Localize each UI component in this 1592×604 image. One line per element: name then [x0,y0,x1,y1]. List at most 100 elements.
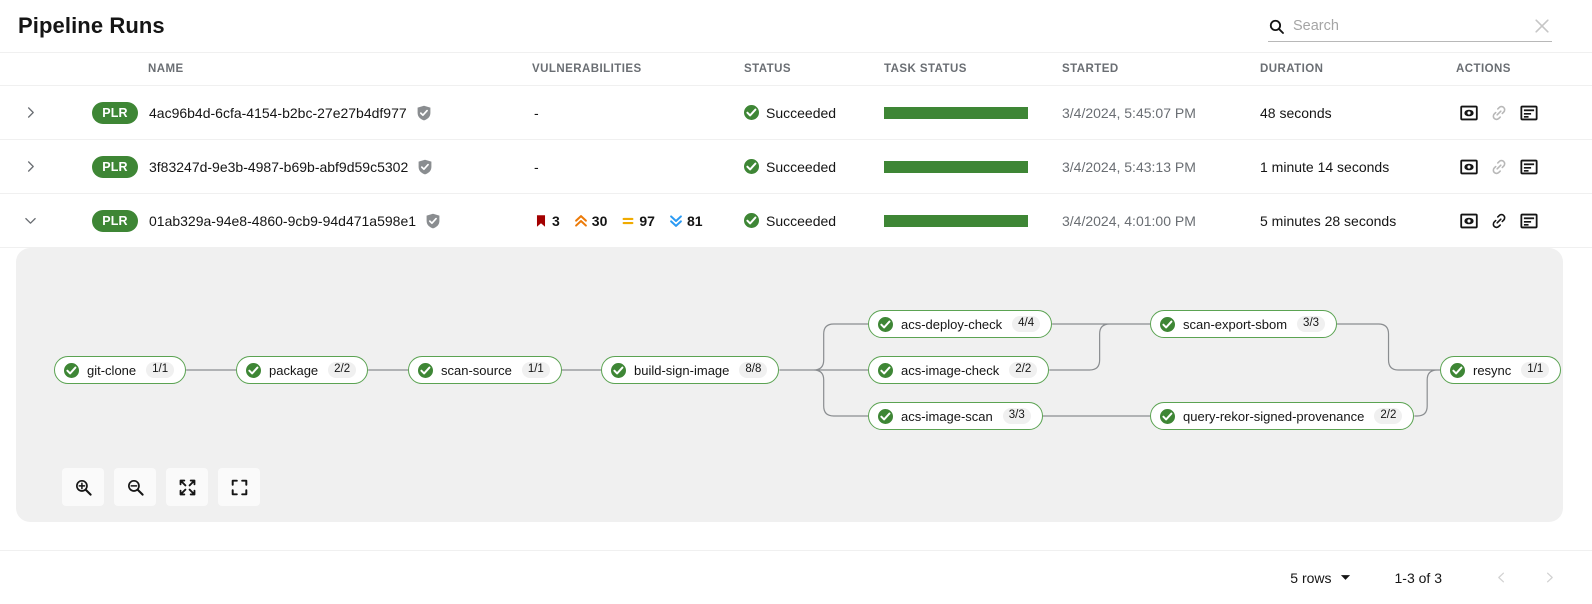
column-header-status: STATUS [744,52,884,86]
actions-cell [1456,139,1592,194]
vulnerabilities-cell: 3 30 97 81 [532,193,744,248]
task-status-bar[interactable] [884,106,1028,119]
task-status-cell [884,85,1062,140]
view-output-action-button[interactable] [1460,212,1478,230]
pipeline-graph-edges [186,323,1440,417]
actions-wrapper [1456,104,1592,122]
check-circle-icon [611,362,626,378]
chevron-right-icon [1546,572,1553,583]
link-icon [1492,105,1506,120]
logs-action-button[interactable] [1520,104,1538,122]
pipeline-node-count: 1/1 [521,362,550,378]
row-expand-button[interactable] [12,95,48,131]
view-output-icon [1460,159,1478,174]
status-label: Succeeded [766,212,837,229]
task-status-cell [884,139,1062,194]
zoom-out-button[interactable] [114,468,156,506]
pipeline-node-label: build-sign-image [634,362,730,378]
severity-moderate-icon [622,217,634,224]
vulnerability-low: 81 [669,213,703,229]
status-label: Succeeded [766,158,837,175]
duration-cell: 1 minute 14 seconds [1260,139,1456,194]
run-name-link[interactable]: 3f83247d-9e3b-4987-b69b-abf9d59c5302 [149,158,409,175]
task-status-bar[interactable] [884,214,1028,227]
plr-badge: PLR [92,209,138,232]
zoom-in-button[interactable] [62,468,104,506]
search-input[interactable] [1293,15,1524,37]
pipeline-node-scan-source[interactable]: scan-source 1/1 [408,356,562,384]
view-output-action-button[interactable] [1460,104,1478,122]
row-expand-button[interactable] [12,149,48,185]
link-action-button[interactable] [1490,212,1508,230]
link-icon [1492,213,1506,228]
vulnerability-count: 97 [639,212,655,229]
task-status-bar[interactable] [884,160,1028,173]
run-name-link[interactable]: 01ab329a-94e8-4860-9cb9-94d471a598e1 [149,212,417,229]
next-page-button[interactable] [1536,565,1562,591]
table-row[interactable]: PLR 01ab329a-94e8-4860-9cb9-94d471a598e1 3… [0,193,1592,248]
vulnerabilities-wrapper: - [532,159,744,175]
severity-critical-icon [536,214,546,227]
status-cell: Succeeded [744,85,884,140]
fullscreen-icon [231,479,247,495]
view-output-icon [1460,105,1478,120]
logs-action-button[interactable] [1520,212,1538,230]
link-icon [1492,159,1506,174]
signed-shield-icon [426,213,440,228]
logs-action-button[interactable] [1520,158,1538,176]
close-icon[interactable] [1532,16,1552,36]
graph-toolbar [62,468,260,506]
pipeline-node-build-sign-image[interactable]: build-sign-image 8/8 [601,356,780,384]
column-header-actions: ACTIONS [1456,52,1592,86]
link-action-button[interactable] [1490,158,1508,176]
vulnerabilities-empty: - [534,158,539,175]
column-header-toggle [0,52,60,86]
vulnerabilities-cell: - [532,85,744,140]
status-badge: Succeeded [744,159,884,175]
row-collapse-button[interactable] [12,203,48,239]
started-timestamp: 3/4/2024, 5:43:13 PM [1062,158,1196,175]
pipeline-node-label: package [269,362,319,378]
pipeline-node-label: acs-image-scan [901,408,993,424]
column-header-vulnerabilities: VULNERABILITIES [532,52,744,86]
duration-value: 5 minutes 28 seconds [1260,212,1397,229]
page-title: Pipeline Runs [18,13,165,38]
vulnerability-moderate: 97 [621,213,655,229]
link-action-button[interactable] [1490,104,1508,122]
task-status-bar-fill [884,160,1028,173]
pipeline-node-label: scan-export-sbom [1183,316,1288,332]
run-name-link[interactable]: 4ac96b4d-6cfa-4154-b2bc-27e27b4df977 [149,104,407,121]
fit-view-button[interactable] [166,468,208,506]
duration-cell: 48 seconds [1260,85,1456,140]
pipeline-node-count: 8/8 [739,362,768,378]
check-circle-icon [1160,408,1175,424]
previous-page-button[interactable] [1488,565,1514,591]
pipeline-node-label: scan-source [441,362,512,378]
check-circle-icon [878,408,893,424]
task-status-cell [884,193,1062,248]
view-output-action-button[interactable] [1460,158,1478,176]
actions-cell [1456,85,1592,140]
chevron-right-icon [24,217,36,224]
rows-per-page-select[interactable]: 5 rows [1290,570,1350,586]
vulnerability-count: 30 [591,212,608,229]
fullscreen-button[interactable] [218,468,260,506]
chevron-left-icon [1497,572,1504,583]
started-timestamp: 3/4/2024, 5:45:07 PM [1062,104,1196,121]
vulnerability-critical: 3 [534,213,560,229]
